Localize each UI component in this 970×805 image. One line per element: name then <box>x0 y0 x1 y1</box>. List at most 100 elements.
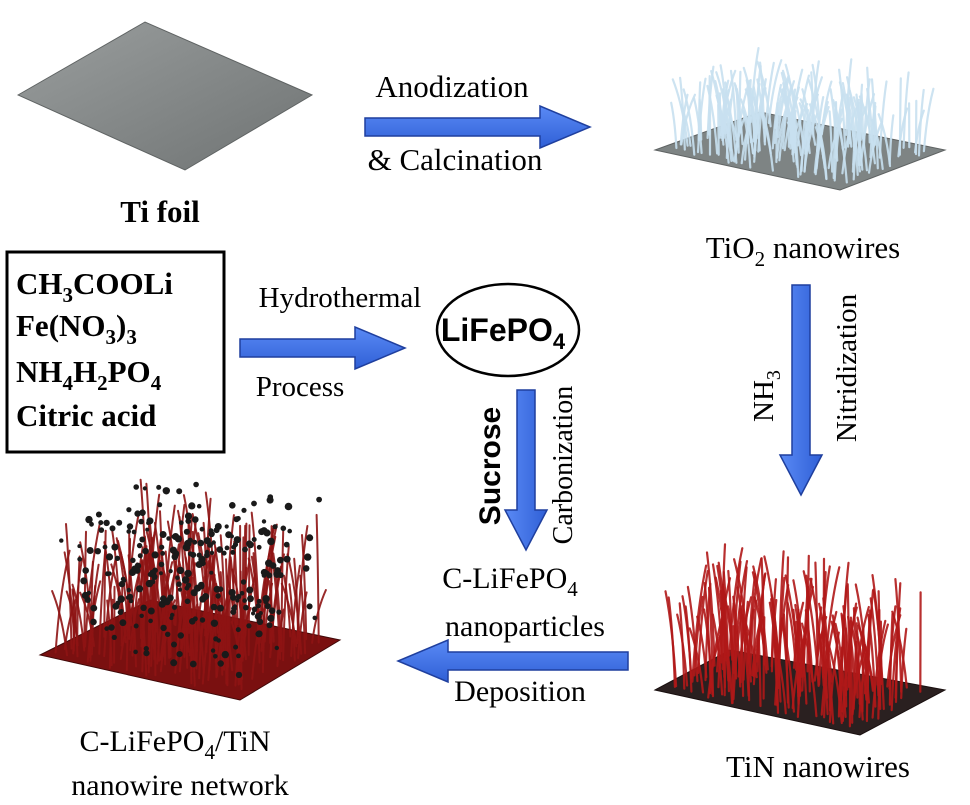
nanoparticle <box>224 545 230 551</box>
nanoparticle <box>116 519 123 526</box>
nanowire <box>86 580 102 663</box>
nanoparticle <box>196 552 202 558</box>
nanowire <box>872 588 885 711</box>
sucrose-label: Sucrose <box>474 407 507 525</box>
nanoparticle <box>159 531 167 538</box>
tio2-wires <box>670 47 935 184</box>
nanowire <box>917 88 925 157</box>
nanowire <box>119 551 133 627</box>
nanowire <box>84 522 101 648</box>
nanowire <box>735 92 740 154</box>
nanoparticle <box>203 537 211 545</box>
nanowire <box>778 80 795 162</box>
nanowire <box>858 95 876 165</box>
nanoparticle <box>225 531 233 539</box>
nanowire <box>51 590 68 657</box>
nanowire <box>762 616 766 700</box>
nanoparticle <box>146 517 154 525</box>
nanowire <box>195 606 200 670</box>
nanoparticle <box>213 585 221 593</box>
nanoparticle <box>187 537 193 543</box>
nanoparticle <box>230 549 236 555</box>
nanowire <box>706 84 719 155</box>
nanoparticle <box>258 611 263 616</box>
nanowire <box>301 534 308 641</box>
nanoparticle <box>192 516 199 523</box>
nanoparticle <box>159 544 165 550</box>
nanoparticle <box>235 598 240 603</box>
nanowire <box>845 58 853 136</box>
nanoparticle <box>277 572 284 579</box>
nanoparticle <box>269 562 277 569</box>
nanowire <box>760 112 774 172</box>
nanowire <box>162 572 167 666</box>
nanowire <box>792 112 800 178</box>
nanoparticle <box>235 627 241 633</box>
nanowire <box>725 92 738 164</box>
deposition-arrow <box>396 638 629 684</box>
nanoparticle <box>126 587 132 593</box>
nanowire <box>786 601 798 671</box>
nanoparticle <box>183 528 190 535</box>
nanoparticle <box>262 595 270 603</box>
nanoparticle <box>208 528 214 534</box>
nanoparticle <box>117 595 125 603</box>
nanoparticle <box>166 536 171 541</box>
nanoparticle <box>131 565 139 573</box>
nanoparticle <box>184 569 192 578</box>
nanowire <box>667 596 676 688</box>
nanowire <box>219 571 225 671</box>
nanoparticle <box>241 507 247 513</box>
nanowire <box>772 613 780 714</box>
nanoparticle <box>199 617 206 623</box>
ti-foil-label: Ti foil <box>120 194 200 229</box>
nanoparticle <box>104 626 109 631</box>
nanoparticle <box>217 660 224 667</box>
process-label: Process <box>256 371 345 403</box>
nanoparticle <box>209 550 215 555</box>
nanowire <box>849 619 864 721</box>
nanoparticle <box>224 524 229 529</box>
nanowire <box>315 513 320 644</box>
nanowire <box>792 608 800 706</box>
nanowire <box>125 574 132 672</box>
nanoparticle <box>316 496 322 503</box>
nanowire <box>888 612 894 706</box>
nanowire <box>855 622 861 706</box>
nanoparticle <box>268 607 276 614</box>
nanowire <box>867 120 883 174</box>
nanoparticle <box>59 538 64 543</box>
nanoparticle <box>213 654 218 659</box>
nanowire <box>688 627 705 694</box>
nanoparticle <box>85 515 93 524</box>
nanowire <box>678 602 686 690</box>
nanoparticle <box>125 595 131 600</box>
nanoparticle <box>231 605 237 612</box>
nanoparticle <box>261 519 267 524</box>
anodization-label: Anodization <box>375 69 529 104</box>
nanowire <box>834 113 848 184</box>
nanowire <box>691 564 708 683</box>
nanoparticle <box>112 602 120 610</box>
nanowire <box>753 88 765 163</box>
nanowire <box>828 110 834 173</box>
nanoparticle <box>242 598 247 603</box>
nanoparticle <box>142 486 147 491</box>
nanowire <box>686 585 699 683</box>
nanoparticle <box>163 597 171 606</box>
nanoparticle <box>251 537 257 542</box>
nanoparticle <box>197 539 205 547</box>
nanowire <box>160 568 177 661</box>
nanowire <box>722 571 730 693</box>
nanowire <box>834 622 845 687</box>
tio2-label: TiO2 nanowires <box>706 230 901 271</box>
nanoparticle <box>240 579 247 585</box>
nanoparticle <box>86 547 94 554</box>
nanowire <box>732 604 744 701</box>
nanoparticle <box>189 618 196 625</box>
nanowire <box>781 88 795 163</box>
nanoparticle <box>267 614 275 622</box>
nanoparticle <box>151 551 159 559</box>
nanoparticle <box>119 619 127 627</box>
nanowire <box>119 606 134 660</box>
